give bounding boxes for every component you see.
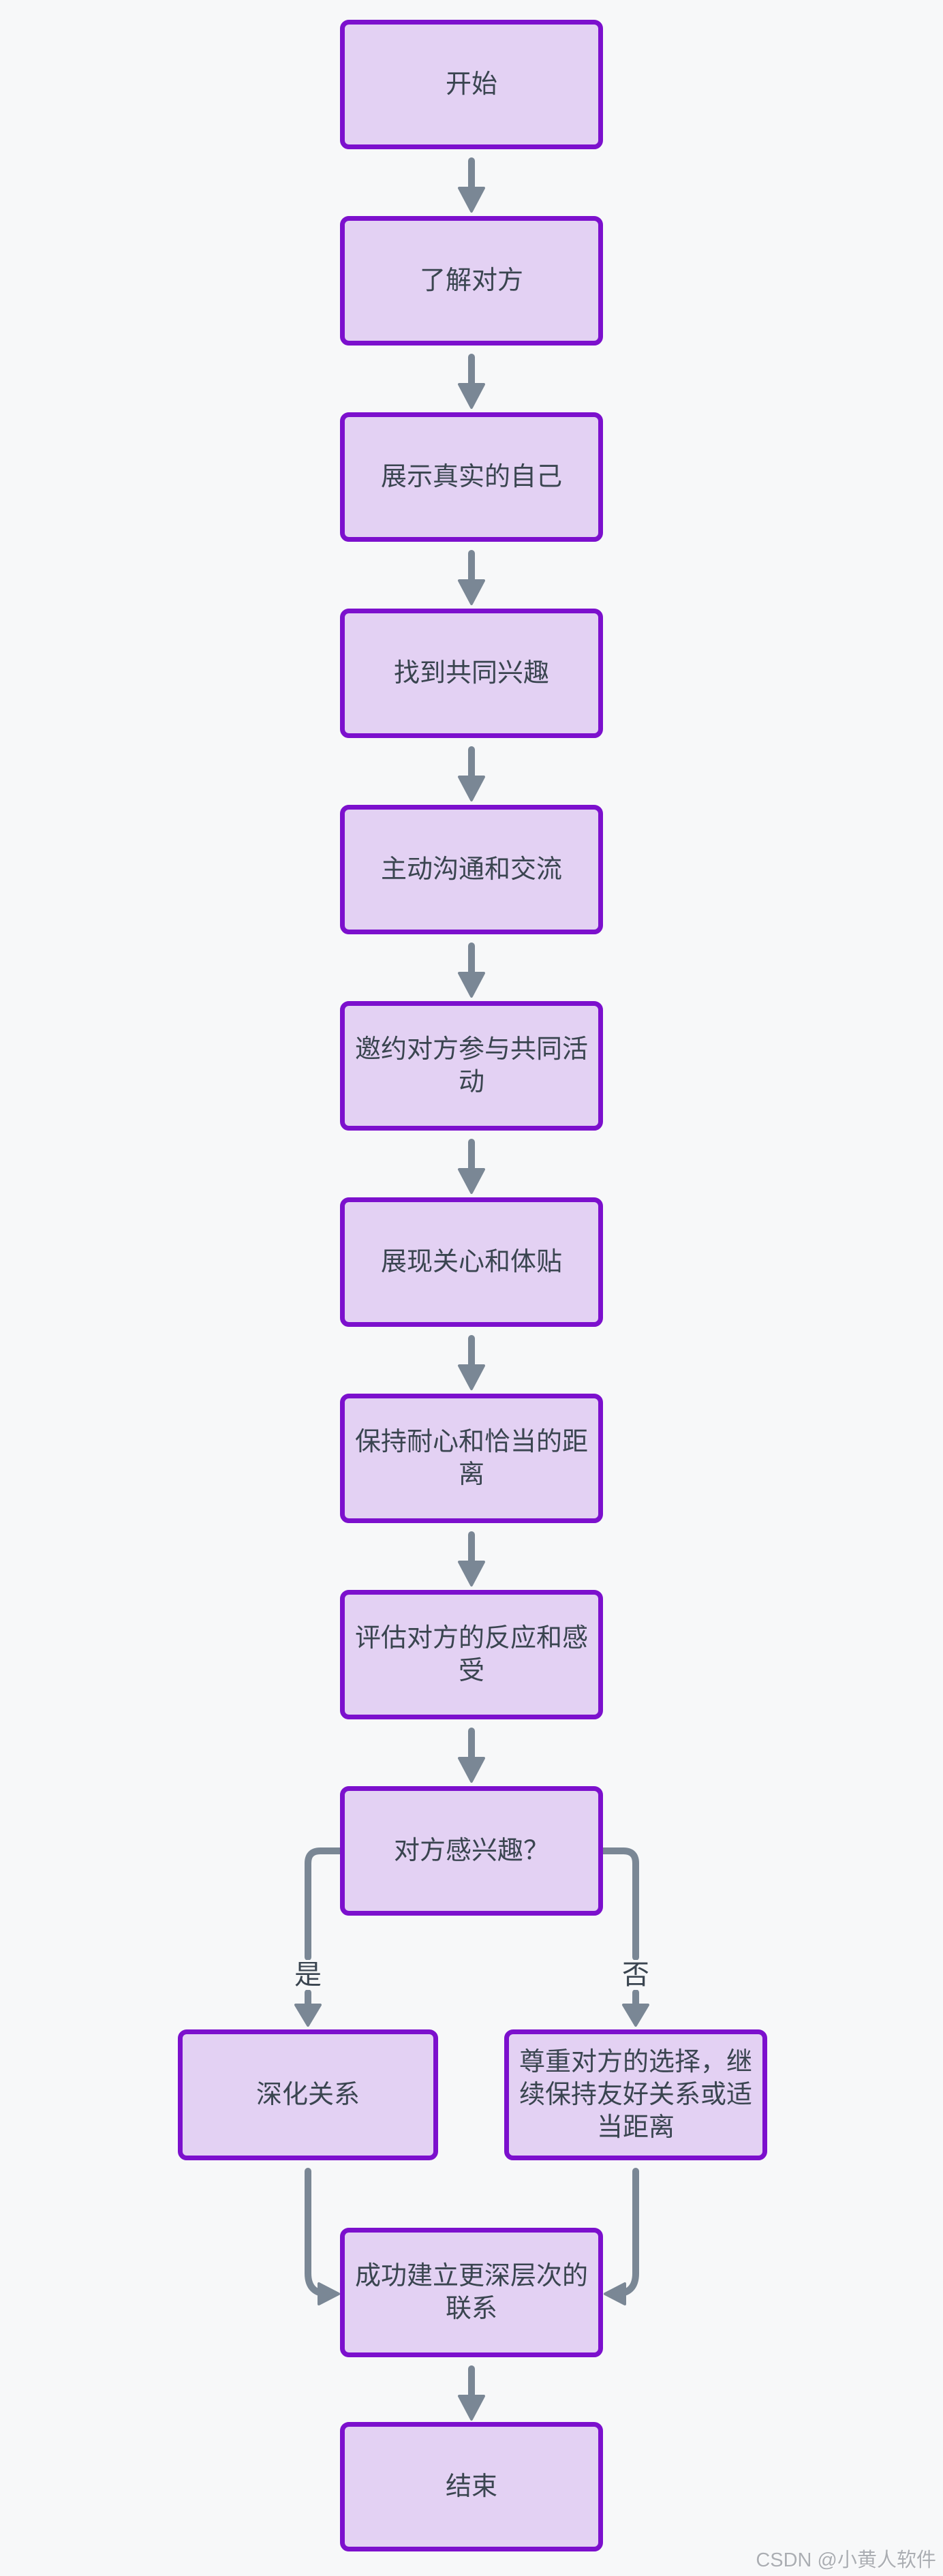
edge-label-no: 否 bbox=[619, 1960, 652, 1990]
edge-evaluate-decision bbox=[458, 1728, 485, 1783]
edge-communicate-invite bbox=[458, 942, 485, 998]
edge-patience-evaluate bbox=[458, 1531, 485, 1586]
node-communicate: 主动沟通和交流 bbox=[340, 805, 603, 934]
edge-label-yes: 是 bbox=[292, 1960, 324, 1990]
edge-understand-true-self bbox=[458, 354, 485, 409]
edge-start-understand bbox=[458, 157, 485, 213]
node-deeper-connection: 成功建立更深层次的联系 bbox=[340, 2228, 603, 2357]
edge-care-patience bbox=[458, 1335, 485, 1390]
edge-decision-no bbox=[600, 1847, 649, 2027]
edge-deepen-connection bbox=[305, 2168, 340, 2305]
edge-connection-end bbox=[458, 2365, 485, 2421]
node-true-self: 展示真实的自己 bbox=[340, 412, 603, 542]
watermark: CSDN @小黄人软件 bbox=[756, 2549, 936, 2571]
node-keep-distance: 保持耐心和恰当的距离 bbox=[340, 1394, 603, 1523]
node-decision-interested: 对方感兴趣？ bbox=[340, 1786, 603, 1916]
node-common-interest: 找到共同兴趣 bbox=[340, 609, 603, 738]
node-invite-activity: 邀约对方参与共同活动 bbox=[340, 1001, 603, 1131]
node-understand: 了解对方 bbox=[340, 216, 603, 346]
edge-true-self-common-interest bbox=[458, 550, 485, 605]
node-show-care: 展现关心和体贴 bbox=[340, 1197, 603, 1327]
edge-decision-yes bbox=[294, 1847, 343, 2027]
node-end: 结束 bbox=[340, 2422, 603, 2551]
node-respect-choice: 尊重对方的选择，继续保持友好关系或适当距离 bbox=[504, 2029, 767, 2160]
edge-common-interest-communicate bbox=[458, 746, 485, 801]
node-start: 开始 bbox=[340, 20, 603, 149]
node-deepen-relationship: 深化关系 bbox=[178, 2029, 438, 2160]
node-evaluate: 评估对方的反应和感受 bbox=[340, 1590, 603, 1719]
edge-respect-connection bbox=[604, 2168, 639, 2305]
edge-invite-care bbox=[458, 1139, 485, 1194]
